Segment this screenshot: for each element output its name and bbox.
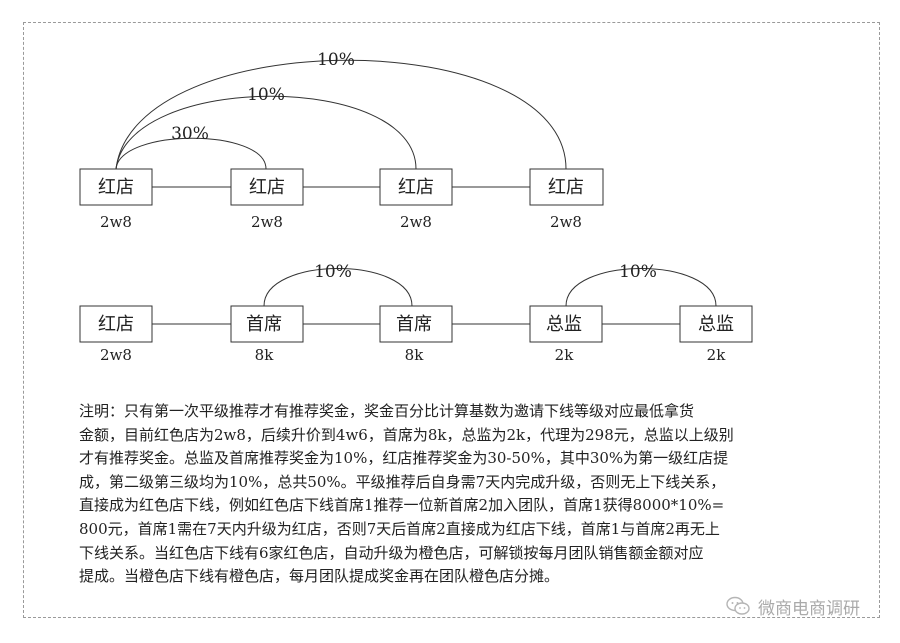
node-bottom-1: 红店 2w8: [79, 305, 153, 364]
note-line: 才有推荐奖金。总监及首席推荐奖金为10%，红店推荐奖金为30-50%，其中30%…: [79, 449, 729, 468]
note-line: 成，第二级第三级均为10%，总共50%。平级推荐后自身需7天内完成升级，否则无上…: [79, 472, 726, 491]
note-text: 注明：只有第一次平级推荐才有推荐奖金，奖金百分比计算基数为邀请下线等级对应最低拿…: [79, 400, 839, 589]
note-line: 注明：只有第一次平级推荐才有推荐奖金，奖金百分比计算基数为邀请下线等级对应最低拿…: [79, 402, 695, 420]
node-label: 红店: [249, 177, 285, 198]
node-value: 2w8: [100, 346, 132, 364]
node-value: 2w8: [400, 213, 432, 231]
node-value: 2k: [707, 346, 727, 364]
arc-label: 10%: [247, 85, 285, 105]
arc-label: 30%: [171, 124, 209, 144]
node-bottom-5: 总监 2k: [679, 305, 753, 364]
arc-chief: [263, 268, 413, 307]
node-label: 首席: [246, 314, 282, 335]
arc-10pct-second: [115, 95, 417, 170]
wechat-icon: [726, 596, 750, 615]
node-label: 红店: [548, 177, 584, 198]
note-line: 提成。当橙色店下线有橙色店，每月团队提成奖金再在团队橙色店分摊。: [79, 567, 560, 586]
node-label: 总监: [546, 314, 582, 335]
node-top-3: 红店 2w8: [379, 168, 453, 231]
watermark-text: 微商电商调研: [758, 598, 860, 619]
node-value: 2k: [555, 346, 575, 364]
node-top-4: 红店 2w8: [529, 168, 604, 231]
node-label: 总监: [698, 314, 734, 335]
node-label: 红店: [98, 314, 134, 335]
node-bottom-4: 总监 2k: [529, 305, 603, 364]
node-value: 8k: [405, 346, 425, 364]
arc-30pct: [115, 137, 267, 170]
arc-label: 10%: [314, 262, 352, 282]
node-bottom-3: 首席 8k: [379, 305, 453, 364]
node-bottom-2: 首席 8k: [230, 305, 304, 364]
node-value: 8k: [255, 346, 275, 364]
arc-10pct-third: [115, 59, 567, 170]
note-line: 下线关系。当红色店下线有6家红色店，自动升级为橙色店，可解锁按每月团队销售额金额…: [79, 543, 704, 562]
node-label: 红店: [398, 177, 434, 198]
arc-label: 10%: [317, 50, 355, 70]
node-value: 2w8: [550, 213, 582, 231]
watermark: 微商电商调研: [726, 592, 860, 620]
node-value: 2w8: [100, 213, 132, 231]
arc-label: 10%: [619, 262, 657, 282]
document-frame: [23, 22, 880, 618]
node-top-2: 红店 2w8: [230, 168, 304, 231]
arc-director: [565, 268, 717, 307]
note-line: 金额，目前红色店为2w8，后续升价到4w6，首席为8k，总监为2k，代理为298…: [79, 425, 734, 444]
node-top-1: 红店 2w8: [79, 168, 153, 231]
note-line: 直接成为红色店下线，例如红色店下线首席1推荐一位新首席2加入团队，首席1获得80…: [79, 496, 725, 515]
note-line: 800元，首席1需在7天内升级为红店，否则7天后首席2直接成为红店下线，首席1与…: [79, 519, 720, 538]
node-label: 首席: [396, 314, 432, 335]
node-label: 红店: [98, 177, 134, 198]
node-value: 2w8: [251, 213, 283, 231]
